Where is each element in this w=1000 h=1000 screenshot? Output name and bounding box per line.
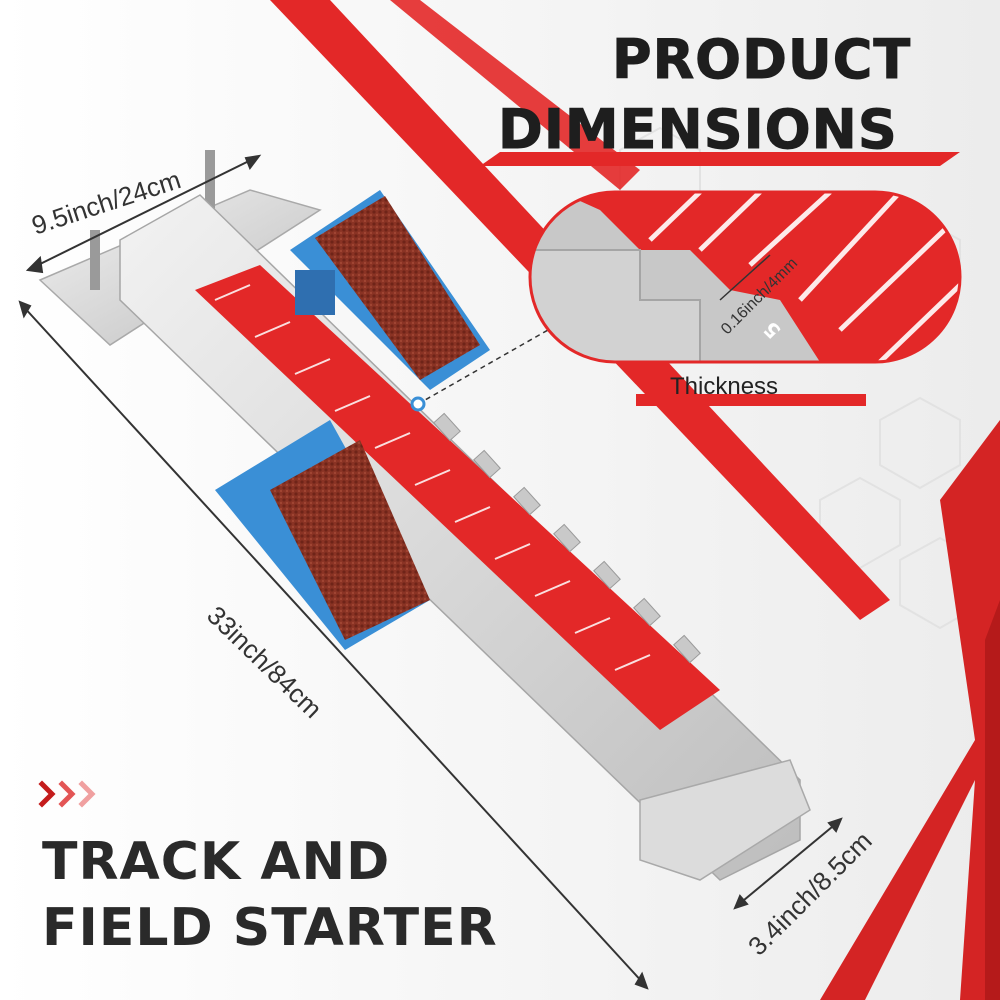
title-line-1: PRODUCT [611, 28, 912, 92]
dimension-lines [18, 154, 843, 990]
zoom-anchor-dot [410, 396, 426, 412]
thickness-zoom-callout: 5 [528, 190, 962, 364]
red-measurement-track [195, 265, 720, 730]
thickness-label: Thickness [670, 373, 779, 400]
rear-pedal-pad [315, 196, 480, 380]
front-base-plate [639, 759, 811, 881]
track-tick-marks [214, 284, 651, 671]
front-pedal-pad [270, 440, 430, 640]
thickness-label-bar [636, 394, 866, 406]
headline-line-2: FIELD STARTER [42, 898, 498, 958]
headline-line-1: TRACK AND [42, 832, 391, 892]
rear-pedal-lock [295, 270, 335, 315]
red-diagonal-stripe-thin [390, 0, 640, 190]
red-chevron-shadow [985, 600, 1000, 1000]
rail-notches [433, 412, 701, 664]
title-underline [480, 152, 960, 166]
triple-right-chevron-icon [38, 780, 96, 808]
zoom-leader-line [417, 329, 549, 405]
red-chevron-shape [820, 420, 1000, 1000]
anchor-spike-left [90, 230, 100, 290]
title-line-2: DIMENSIONS [498, 98, 898, 162]
